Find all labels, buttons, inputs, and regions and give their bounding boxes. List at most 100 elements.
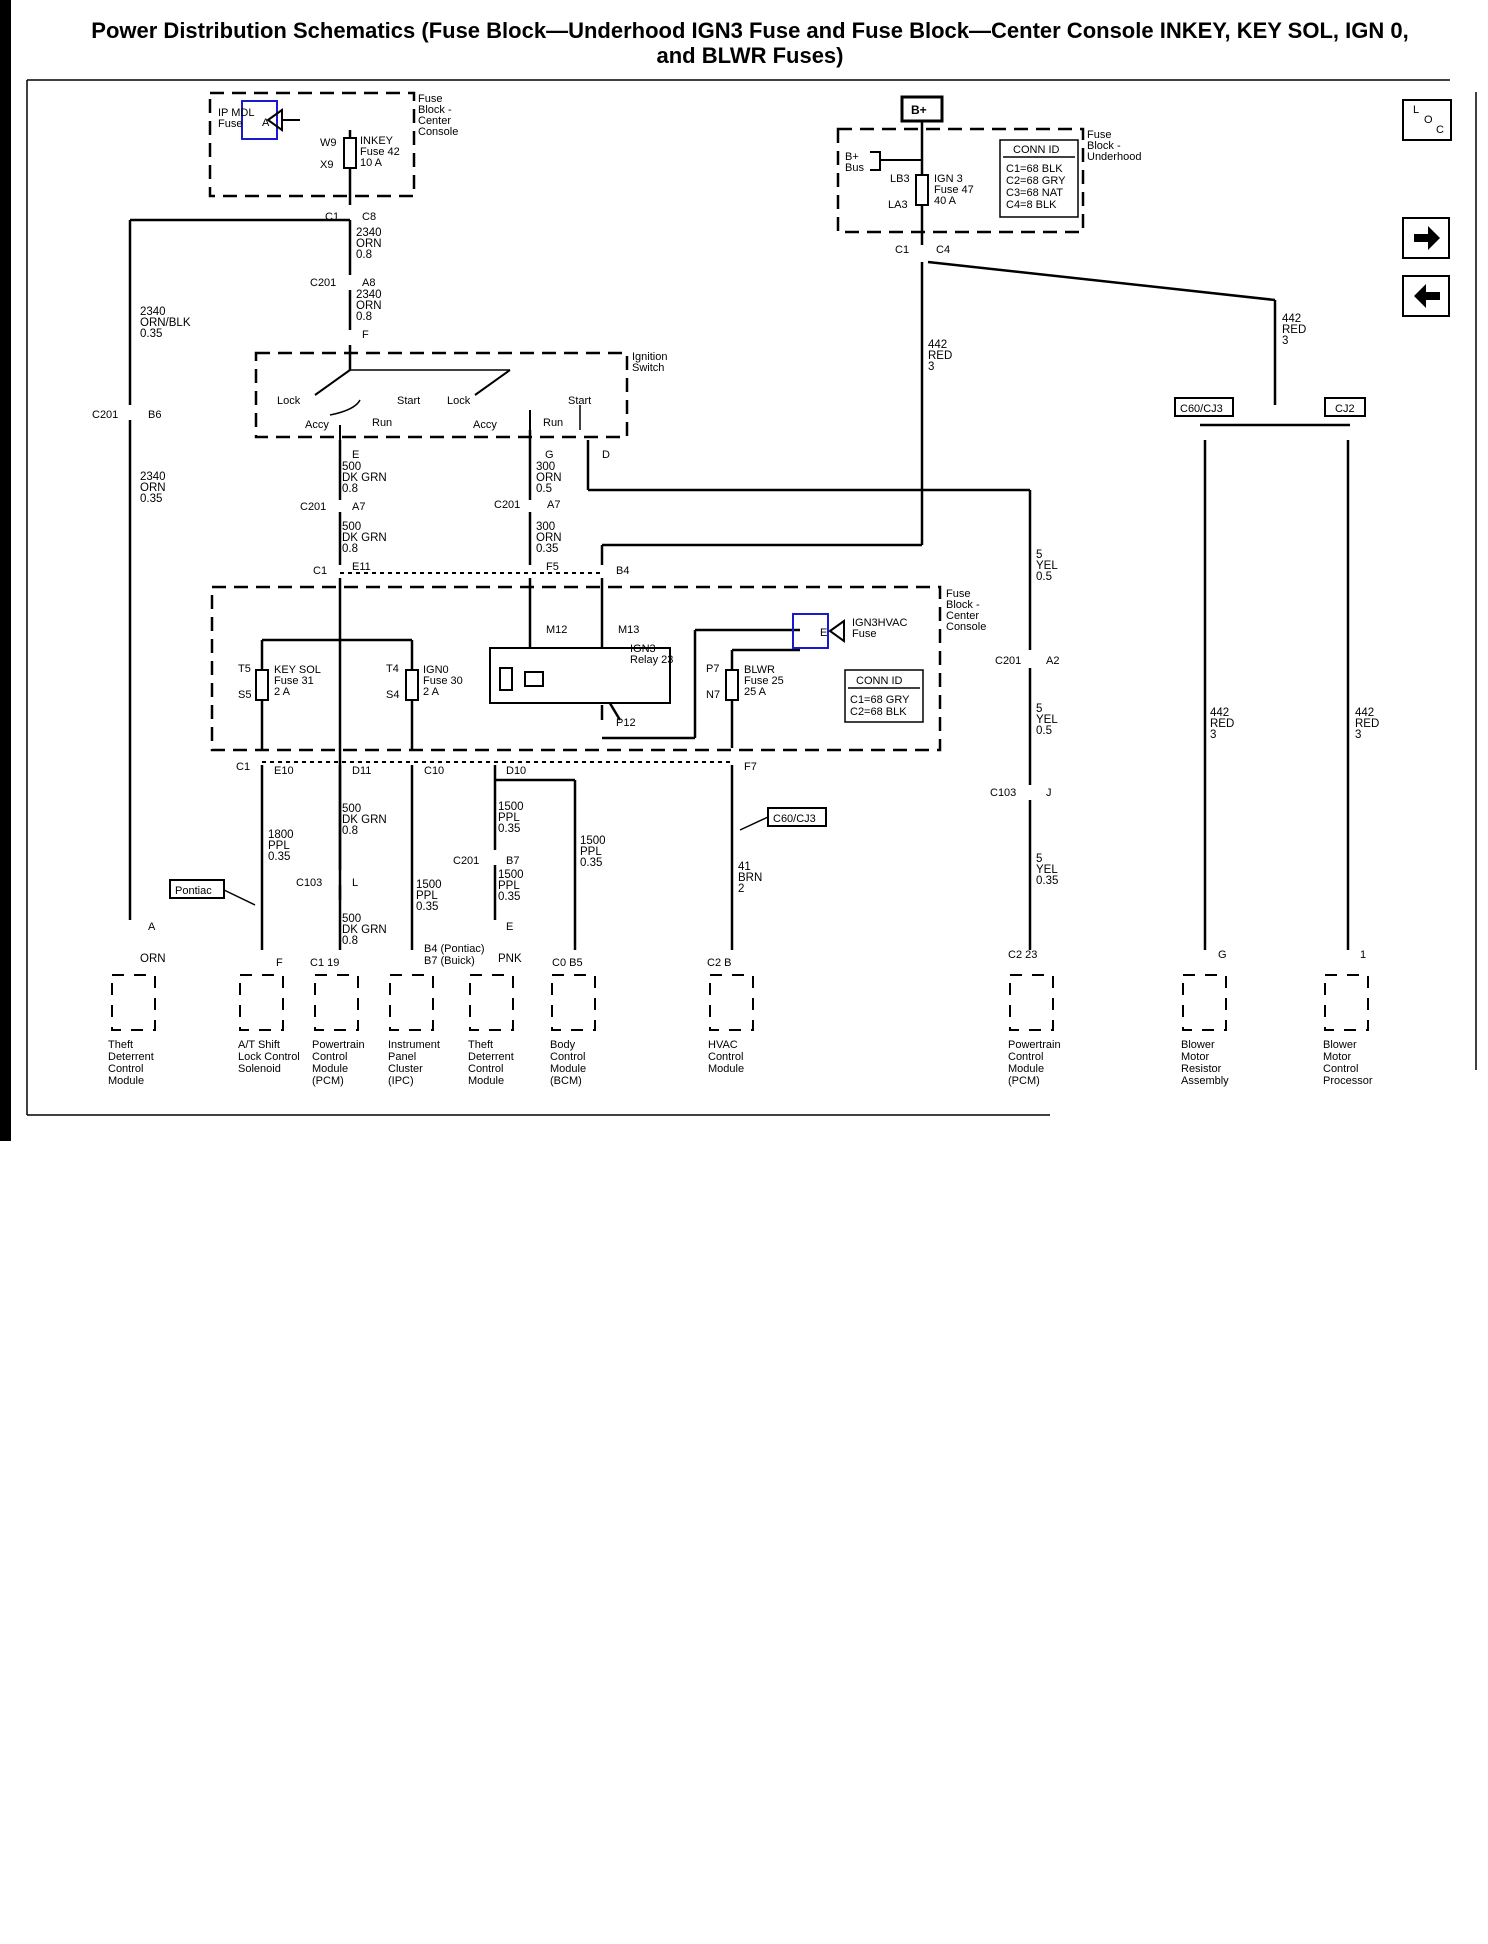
run-2: Run (543, 417, 563, 429)
c103-j-r: J (1046, 787, 1052, 799)
m12: M12 (546, 624, 567, 636)
x9-label: X9 (320, 159, 333, 171)
title-line-2: and BLWR Fuses) (656, 43, 844, 68)
hvac-pin-e: E (820, 627, 827, 639)
wire-pnk: PNK (498, 953, 522, 965)
page-margin-bar (0, 0, 11, 1141)
c10: C10 (424, 765, 444, 777)
component-pins-3: B4 (Pontiac)B7 (Buick) (424, 943, 485, 967)
c201-b6-left: C201 (92, 409, 118, 421)
svg-text:C1=68 BLK: C1=68 BLK (1006, 163, 1063, 175)
t5: T5 (238, 663, 251, 675)
t4: T4 (386, 663, 399, 675)
pin-f-label: F (362, 329, 369, 341)
svg-text:C1=68 GRY: C1=68 GRY (850, 694, 910, 706)
page-title: Power Distribution Schematics (Fuse Bloc… (20, 18, 1480, 68)
svg-text:CONN ID: CONN ID (1013, 144, 1060, 156)
component-pins-4: E (506, 921, 513, 933)
svg-text:C2=68 BLK: C2=68 BLK (850, 706, 907, 718)
c201-a7-r: C201 (494, 499, 520, 511)
loc-icon[interactable]: LOC (1402, 99, 1452, 141)
c1-label: C1 (325, 211, 339, 223)
bplus-source: B+ (900, 95, 944, 123)
cj2-label: CJ2 (1335, 403, 1355, 415)
c60-cj3-label-b: C60/CJ3 (773, 813, 816, 825)
c103-l-l: C103 (296, 877, 322, 889)
d11: D11 (352, 765, 371, 777)
ignition-switch-box (254, 351, 629, 439)
ip-mdl-fuse-icon (241, 100, 278, 140)
la3-label: LA3 (888, 199, 908, 211)
center-console-conn-id-table: CONN ID C1=68 GRY C2=68 BLK (844, 669, 924, 723)
component-pins-7: C2 23 (1008, 949, 1037, 961)
run-1: Run (372, 417, 392, 429)
s4: S4 (386, 689, 399, 701)
pin-g: G (545, 449, 554, 461)
c201-b7-l: C201 (453, 855, 479, 867)
svg-text:C2=68 GRY: C2=68 GRY (1006, 175, 1066, 187)
component-pins-0: A (148, 921, 156, 933)
c1-e11-l: C1 (313, 565, 327, 577)
p12: P12 (616, 717, 636, 729)
pin-d: D (602, 449, 610, 461)
bplus-bus-label: B+Bus (845, 151, 864, 174)
pin-e: E (352, 449, 359, 461)
c103-j-l: C103 (990, 787, 1016, 799)
component-pins-2: C1 19 (310, 957, 339, 969)
component-pins-6: C2 B (707, 957, 731, 969)
b4-label: B4 (616, 565, 629, 577)
svg-text:B+: B+ (911, 103, 927, 117)
c103-l-r: L (352, 877, 358, 889)
component-pins-8: G (1218, 949, 1227, 961)
n7: N7 (706, 689, 720, 701)
svg-text:C4=8 BLK: C4=8 BLK (1006, 199, 1057, 211)
c201-a2-r: A2 (1046, 655, 1059, 667)
arrow-right-icon[interactable] (1402, 217, 1450, 259)
f5-label: F5 (546, 561, 559, 573)
underhood-conn-id-table: CONN ID C1=68 BLK C2=68 GRY C3=68 NAT C4… (999, 139, 1079, 218)
start-2: Start (568, 395, 591, 407)
e10: E10 (274, 765, 294, 777)
pontiac-label: Pontiac (175, 885, 212, 897)
arrow-left-icon[interactable] (1402, 275, 1450, 317)
c201-b6-right: B6 (148, 409, 161, 421)
lock-1: Lock (277, 395, 301, 407)
